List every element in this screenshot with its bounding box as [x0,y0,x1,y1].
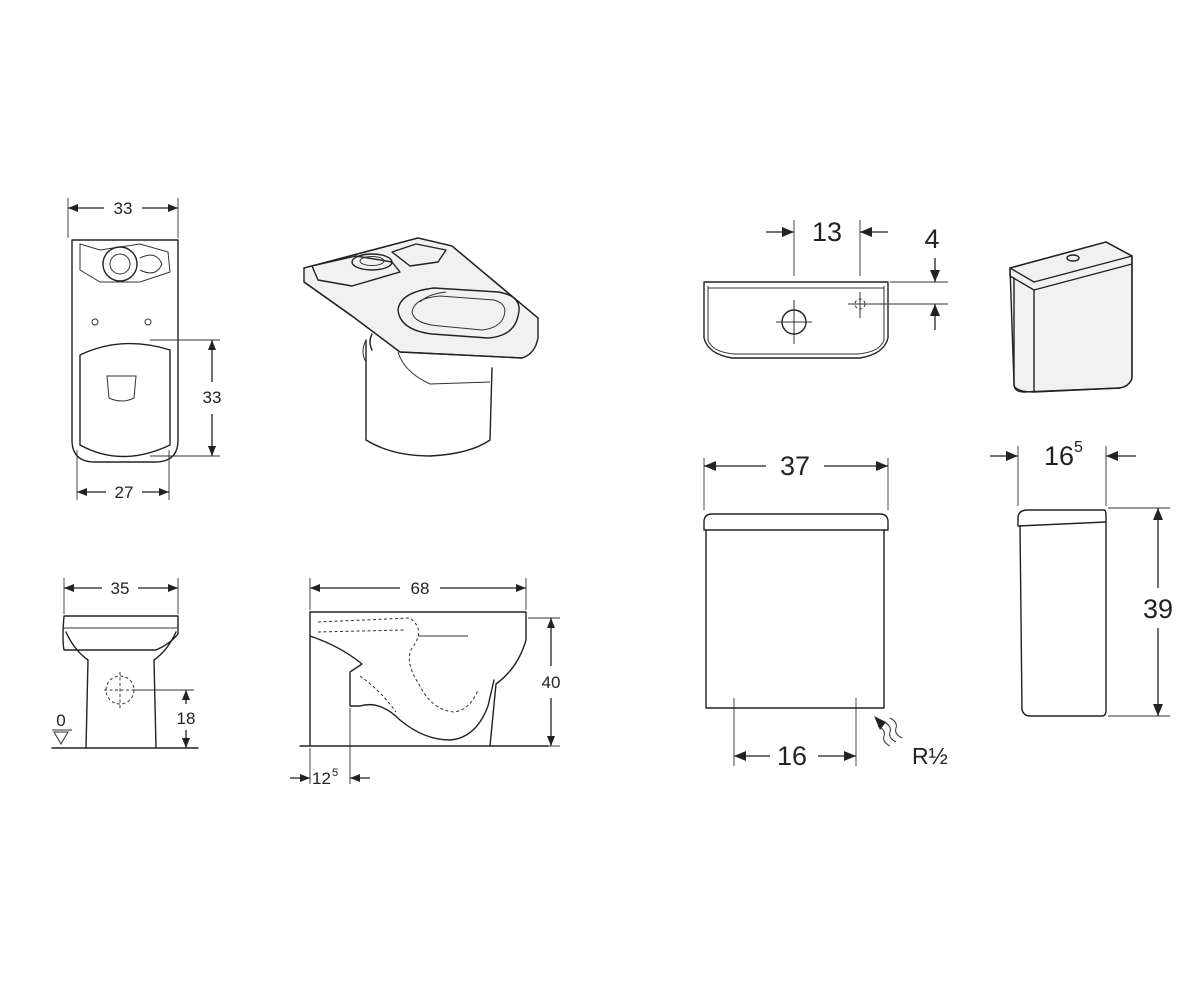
dim-cistern-base-width: 16 [777,741,807,771]
dim-bowl-front-width: 35 [111,579,130,598]
bowl-front-view: 0 35 18 [51,578,199,749]
label-inlet-thread: R½ [912,743,948,769]
bowl-isometric-view [303,237,539,457]
dim-cistern-width: 37 [780,451,810,481]
dim-cistern-depth: 16 [1044,441,1074,471]
cistern-isometric-view [1009,241,1133,393]
dim-cistern-hole-offset: 4 [924,224,939,254]
dim-cistern-depth-sup: 5 [1074,439,1083,456]
dim-cistern-height: 39 [1143,594,1173,624]
dim-bowl-seat-length: 33 [203,388,222,407]
dim-cistern-hole-spacing: 13 [812,217,842,247]
cistern-top-view: 13 4 [703,217,948,359]
dim-bowl-base-width: 27 [115,483,134,502]
cistern-front-view: 37 16 R½ [703,451,948,771]
dim-bowl-outlet-height: 18 [177,709,196,728]
dim-bowl-height: 40 [542,673,561,692]
dim-bowl-length: 68 [411,579,430,598]
cistern-side-view: 16 5 39 [990,439,1173,717]
dim-bowl-outlet-offset: 12 [312,769,331,788]
bowl-side-view: 68 40 12 5 [290,578,560,788]
dim-bowl-top-width: 33 [114,199,133,218]
label-floor-level: 0 [56,711,65,730]
bowl-top-view: 33 33 27 [67,198,222,502]
dim-bowl-outlet-offset-sup: 5 [332,767,338,779]
